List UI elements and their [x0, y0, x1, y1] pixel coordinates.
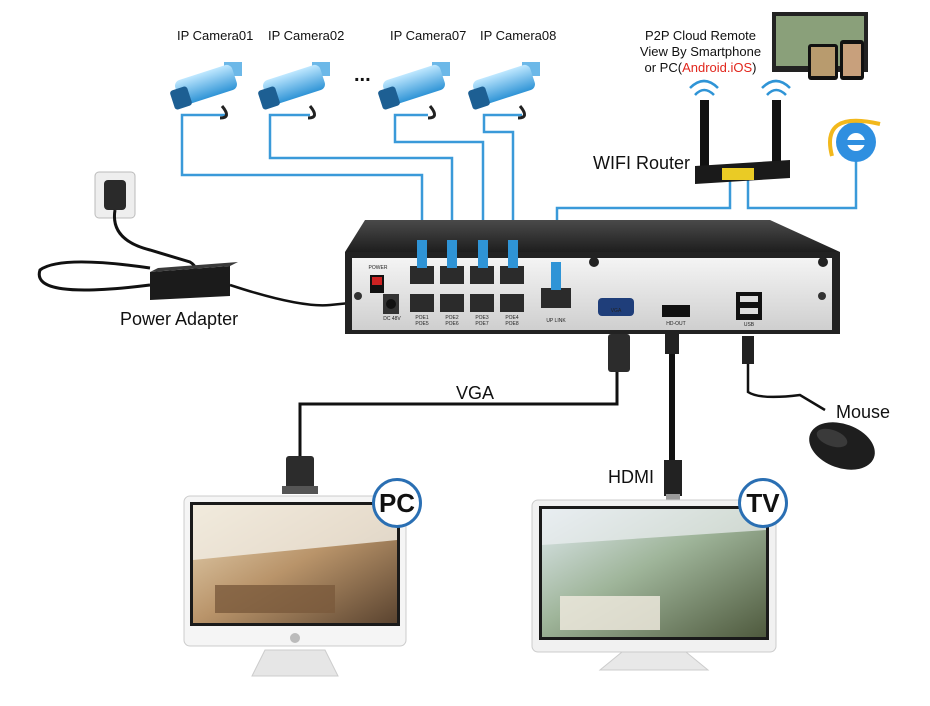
- vga-connector-top: [608, 334, 630, 372]
- hdmi-port-label: HD-OUT: [666, 321, 686, 327]
- p2p-line3-prefix: or PC(: [644, 60, 683, 75]
- tv: [531, 499, 777, 671]
- nvr-dc-label: DC 48V: [383, 316, 401, 322]
- power-adapter-icon: [150, 262, 238, 300]
- tv-badge: TV: [738, 478, 788, 528]
- wifi-router-icon: [689, 79, 791, 184]
- poe-port-grid: [410, 266, 524, 312]
- hdmi-port[interactable]: [662, 305, 690, 317]
- vga-port-label: VGA: [610, 308, 622, 314]
- camera-07-icon: [378, 62, 450, 120]
- remote-devices-icon: [772, 12, 868, 80]
- vga-connector-bottom: [282, 456, 318, 494]
- camera-ellipsis: ...: [354, 64, 371, 86]
- camera-02-icon: [258, 62, 330, 120]
- p2p-line3: or PC(Android.iOS): [628, 60, 773, 76]
- mouse-cable: [746, 364, 826, 412]
- camera-08-icon: [468, 62, 540, 120]
- vga-port[interactable]: [598, 298, 634, 316]
- adapter-cord: [37, 260, 151, 292]
- p2p-line2: View By Smartphone: [639, 44, 762, 59]
- p2p-line3-platforms: Android.iOS: [682, 60, 753, 75]
- browser-ie-icon: [828, 118, 881, 162]
- dc-cable: [229, 283, 381, 307]
- uplink-label: UP LINK: [546, 318, 566, 324]
- pc-monitor: [183, 495, 407, 677]
- camera-01-icon: [170, 62, 242, 120]
- p2p-line1: P2P Cloud Remote: [644, 28, 757, 43]
- mouse-icon: [809, 422, 875, 470]
- vga-cable: [298, 370, 619, 458]
- power-adapter-label: Power Adapter: [120, 309, 239, 329]
- camera-07-label: IP Camera07: [390, 28, 467, 43]
- mouse-label: Mouse: [836, 402, 891, 422]
- wall-socket-icon: [94, 171, 136, 219]
- router-label: WIFI Router: [593, 153, 691, 173]
- nvr-device: [345, 220, 840, 334]
- p2p-line3-suffix: ): [752, 60, 757, 75]
- nvr-power-label: POWER: [368, 265, 388, 271]
- usb-port-label: USB: [743, 322, 755, 328]
- camera-08-label: IP Camera08: [480, 28, 557, 43]
- vga-label: VGA: [456, 383, 495, 403]
- hdmi-label: HDMI: [608, 467, 654, 487]
- uplink-port[interactable]: [541, 288, 571, 308]
- camera-02-label: IP Camera02: [268, 28, 345, 43]
- camera-01-label: IP Camera01: [177, 28, 254, 43]
- p2p-label: P2P Cloud Remote View By Smartphone or P…: [628, 28, 773, 76]
- pc-badge: PC: [372, 478, 422, 528]
